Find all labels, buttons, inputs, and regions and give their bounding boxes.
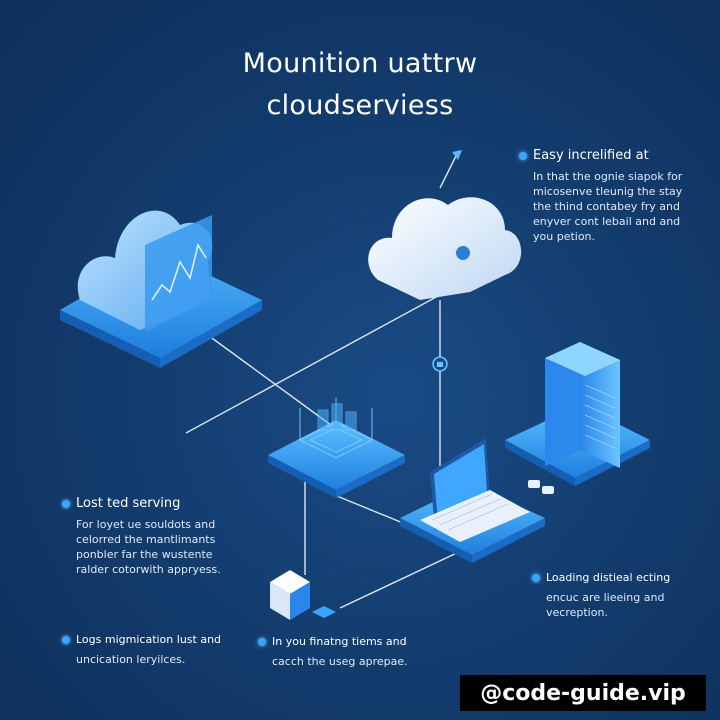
line-chart-icon	[151, 242, 207, 301]
note-line: For loyet ue souldots and	[76, 518, 216, 531]
hub-platform	[268, 398, 405, 498]
note-heading: In you finatng tiems and	[272, 635, 407, 648]
bullet-icon	[258, 637, 266, 646]
note-heading: Loading distieal ecting	[546, 571, 671, 584]
arrow-head-icon	[452, 150, 462, 160]
note-bottom-left: Logs migmication lust and uncication ler…	[62, 633, 252, 667]
note-line: celorred the mantlimants	[76, 533, 216, 546]
connector-chips	[528, 480, 554, 494]
server-tower	[505, 342, 650, 486]
note-line: ponbler far the wustente	[76, 548, 213, 561]
analytics-platform	[60, 210, 262, 368]
note-heading: Lost ted serving	[76, 496, 181, 511]
security-node	[432, 356, 448, 372]
note-line: encuc are lieeing and	[546, 591, 665, 604]
note-heading: Logs migmication lust and	[76, 633, 222, 646]
laptop-platform	[400, 438, 545, 563]
cloud-server	[368, 150, 522, 300]
bullet-icon	[519, 151, 527, 160]
bullet-icon	[62, 499, 70, 508]
note-heading: Easy increlified at	[533, 148, 649, 163]
laptop-screen	[434, 444, 487, 524]
bullet-icon	[62, 635, 70, 644]
storage-device	[270, 570, 310, 620]
link-left-to-cloud	[185, 295, 439, 434]
note-line: the thind contabey fry and	[533, 200, 680, 213]
note-bottom-right: Loading distieal ecting encuc are lieein…	[532, 571, 702, 620]
upload-arrow	[439, 151, 459, 189]
server-rack-lines	[584, 384, 616, 449]
note-line: ralder cotorwith appryess.	[76, 563, 221, 576]
laptop-keyboard-icon	[420, 490, 530, 542]
note-left: Lost ted serving For loyet ue souldots a…	[62, 496, 252, 577]
note-line: In that the ognie siapok for	[533, 170, 683, 183]
note-line: micosenve tleunig the stay	[533, 185, 683, 198]
bullet-icon	[532, 573, 540, 582]
cloud-icon	[368, 197, 522, 300]
note-line: uncication leryilces.	[76, 653, 186, 666]
lock-icon	[437, 362, 443, 367]
page-title-line-1: Mounition uattrw	[242, 48, 478, 79]
note-top-right: Easy increlified at In that the ognie si…	[519, 148, 709, 244]
page-title-line-2: cloudserviess	[266, 90, 454, 121]
chart-panel	[145, 215, 212, 332]
watermark: @code-guide.vip	[460, 675, 706, 711]
note-bottom-center: In you finatng tiems and cacch the useg …	[258, 635, 448, 669]
small-node	[312, 606, 336, 618]
grid-cube-icon	[298, 398, 374, 459]
note-line: vecreption.	[546, 606, 608, 619]
note-line: you petion.	[533, 230, 596, 243]
note-line: cacch the useg aprepaе.	[272, 655, 408, 668]
link-platform-to-hub	[204, 332, 336, 429]
lock-icon	[456, 246, 470, 260]
note-line: enyver cont lebail and and	[533, 215, 681, 228]
